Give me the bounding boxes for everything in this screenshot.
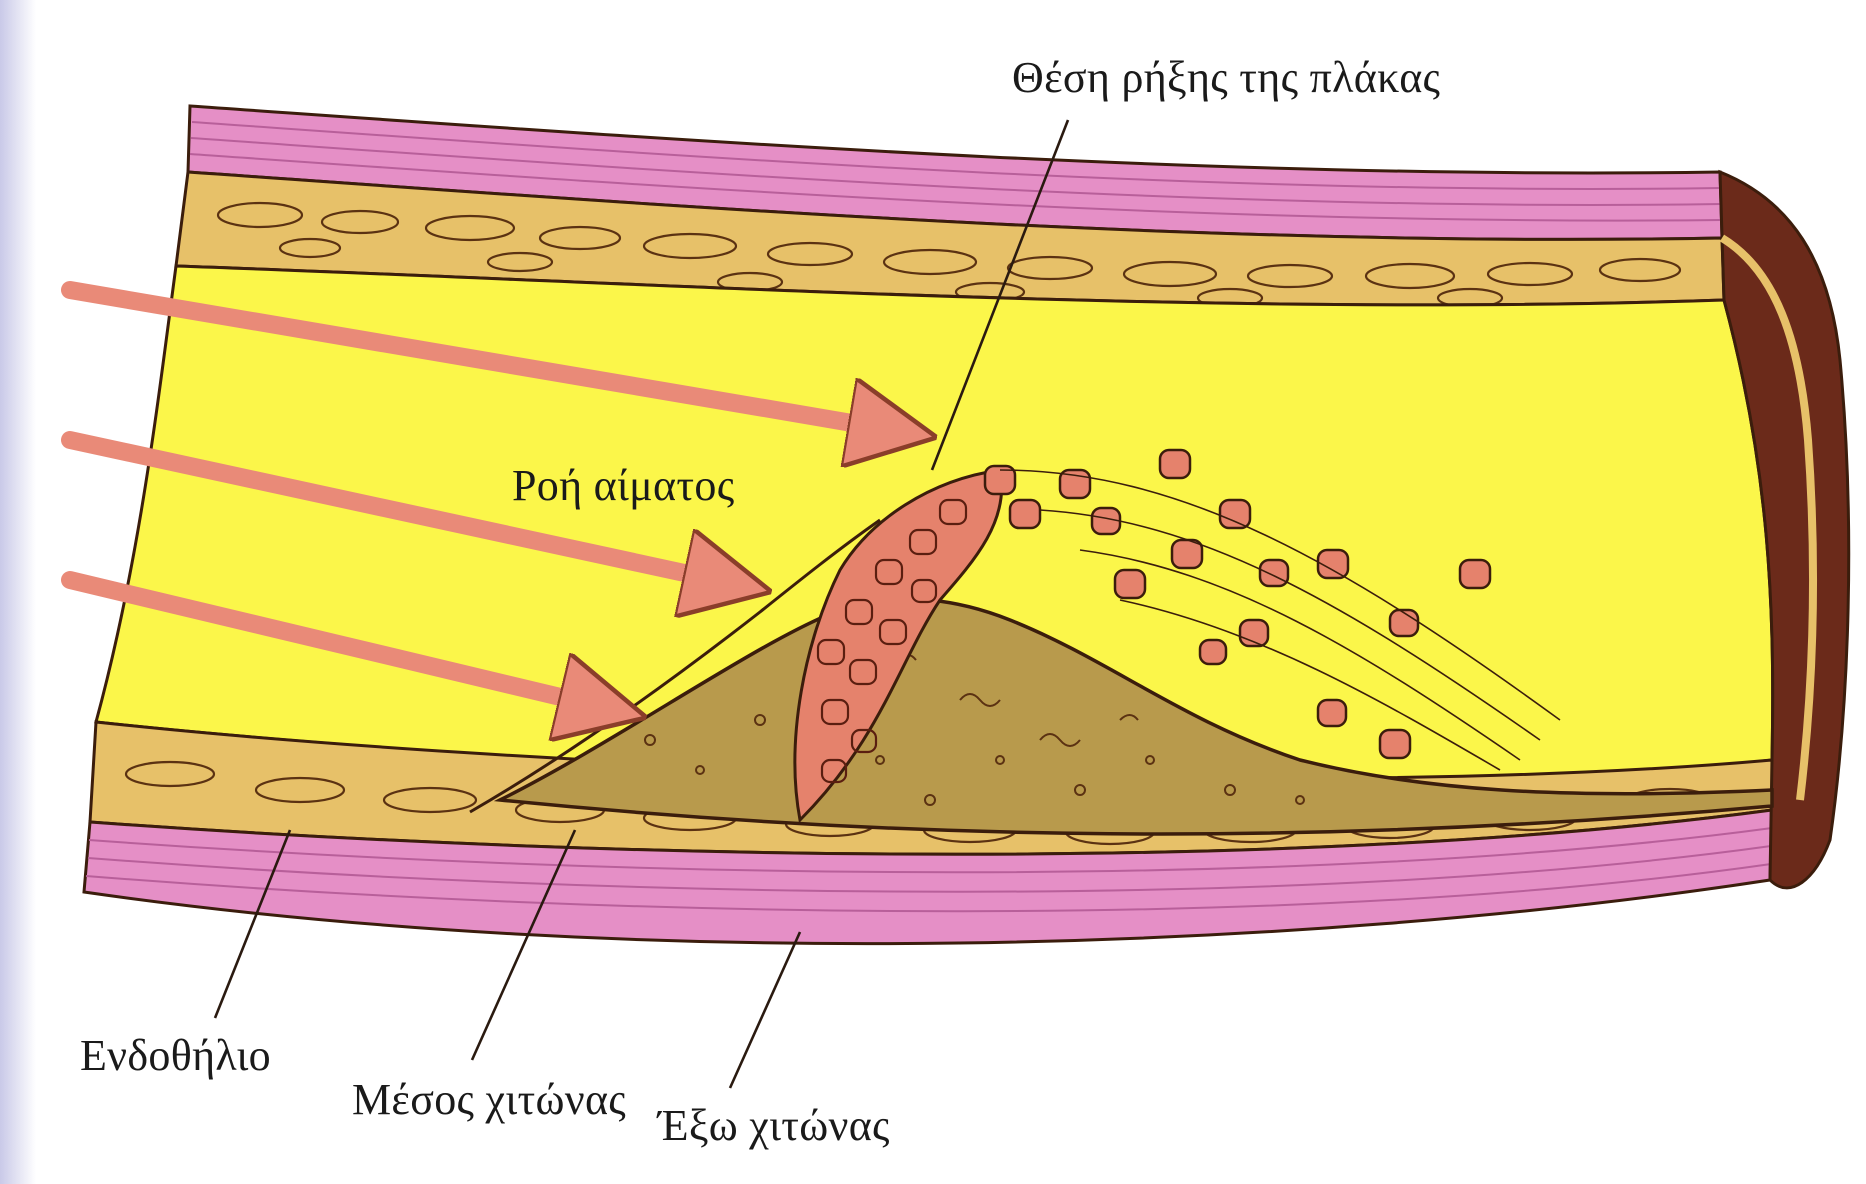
label-blood-flow: Ροή αίματος (512, 460, 734, 511)
leader-tunica-externa (730, 932, 800, 1088)
label-tunica-media: Μέσος χιτώνας (352, 1074, 626, 1125)
page-edge (0, 0, 36, 1184)
label-rupture-site: Θέση ρήξης της πλάκας (1012, 52, 1440, 103)
label-endothelium: Ενδοθήλιο (80, 1030, 271, 1081)
label-tunica-externa: Έξω χιτώνας (658, 1100, 890, 1151)
